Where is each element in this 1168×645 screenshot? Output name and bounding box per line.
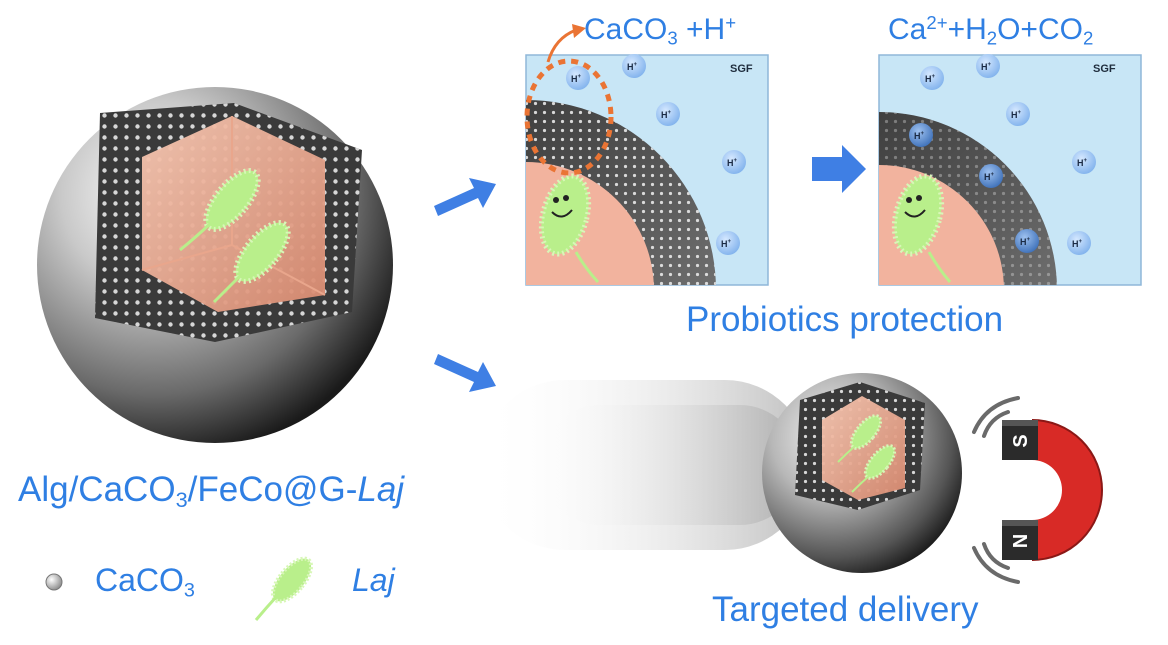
magnet-south-pole — [1002, 420, 1038, 460]
bacterium-legend-icon — [254, 556, 314, 621]
composite-sphere — [37, 87, 393, 443]
proton-ion — [1006, 102, 1030, 126]
panel-before — [524, 24, 769, 286]
bacterium-icon — [212, 220, 291, 304]
ion-label: H+ — [1011, 110, 1022, 120]
bacterium-icon — [849, 414, 883, 450]
magnetic-field-icon — [972, 396, 1020, 584]
sgf-label: SGF — [730, 63, 753, 75]
ion-label: H+ — [661, 110, 672, 120]
ion-label: H+ — [984, 172, 995, 182]
ion-label: H+ — [571, 74, 582, 84]
magnet-icon: S N — [972, 396, 1103, 584]
legend-caco3-label: CaCO3 — [95, 562, 195, 602]
bacterium-icon — [179, 168, 261, 252]
ion-label: H+ — [727, 158, 738, 168]
ion-label: H+ — [981, 62, 992, 72]
proton-ion — [656, 102, 680, 126]
legend-laj-label: Laj — [352, 562, 395, 598]
proton-ion — [1072, 150, 1096, 174]
ion-label: H+ — [1072, 239, 1083, 249]
reaction-reactants: CaCO3 +H+ — [584, 12, 737, 49]
proton-ion — [622, 54, 646, 78]
reaction-site-highlight — [524, 58, 614, 176]
proton-ion — [716, 231, 740, 255]
motion-blur — [480, 380, 810, 550]
magnet-s-label: S — [1010, 434, 1032, 447]
bacterium-icon — [863, 444, 897, 480]
proton-ion — [909, 123, 933, 147]
ion-label: H+ — [1077, 158, 1088, 168]
proton-ion — [1015, 229, 1039, 253]
reaction-arrow-icon — [546, 28, 577, 63]
proton-ion — [979, 164, 1003, 188]
ion-label: H+ — [721, 239, 732, 249]
panel-after — [878, 54, 1142, 286]
caco3-particle-icon — [45, 573, 63, 591]
arrow-down-right-icon — [434, 354, 496, 392]
targeted-delivery-title: Targeted delivery — [712, 590, 979, 629]
proton-ion — [1067, 231, 1091, 255]
magnet-n-label: N — [1010, 534, 1032, 548]
ion-label: H+ — [1020, 237, 1031, 247]
proton-ion — [920, 66, 944, 90]
magnet-north-pole — [1002, 520, 1038, 560]
sgf-label: SGF — [1093, 63, 1116, 75]
reaction-products: Ca2++H2O+CO2 — [888, 12, 1094, 49]
probiotics-protection-title: Probiotics protection — [686, 300, 1004, 339]
arrow-up-right-icon — [434, 178, 496, 216]
proton-ion — [722, 150, 746, 174]
ion-label: H+ — [925, 74, 936, 84]
ion-label: H+ — [914, 131, 925, 141]
composite-label: Alg/CaCO3/FeCo@G-Laj — [18, 470, 405, 513]
moving-sphere — [762, 373, 962, 573]
ion-label: H+ — [627, 62, 638, 72]
proton-ion — [566, 66, 590, 90]
arrow-right-icon — [812, 145, 866, 193]
proton-ion — [976, 54, 1000, 78]
